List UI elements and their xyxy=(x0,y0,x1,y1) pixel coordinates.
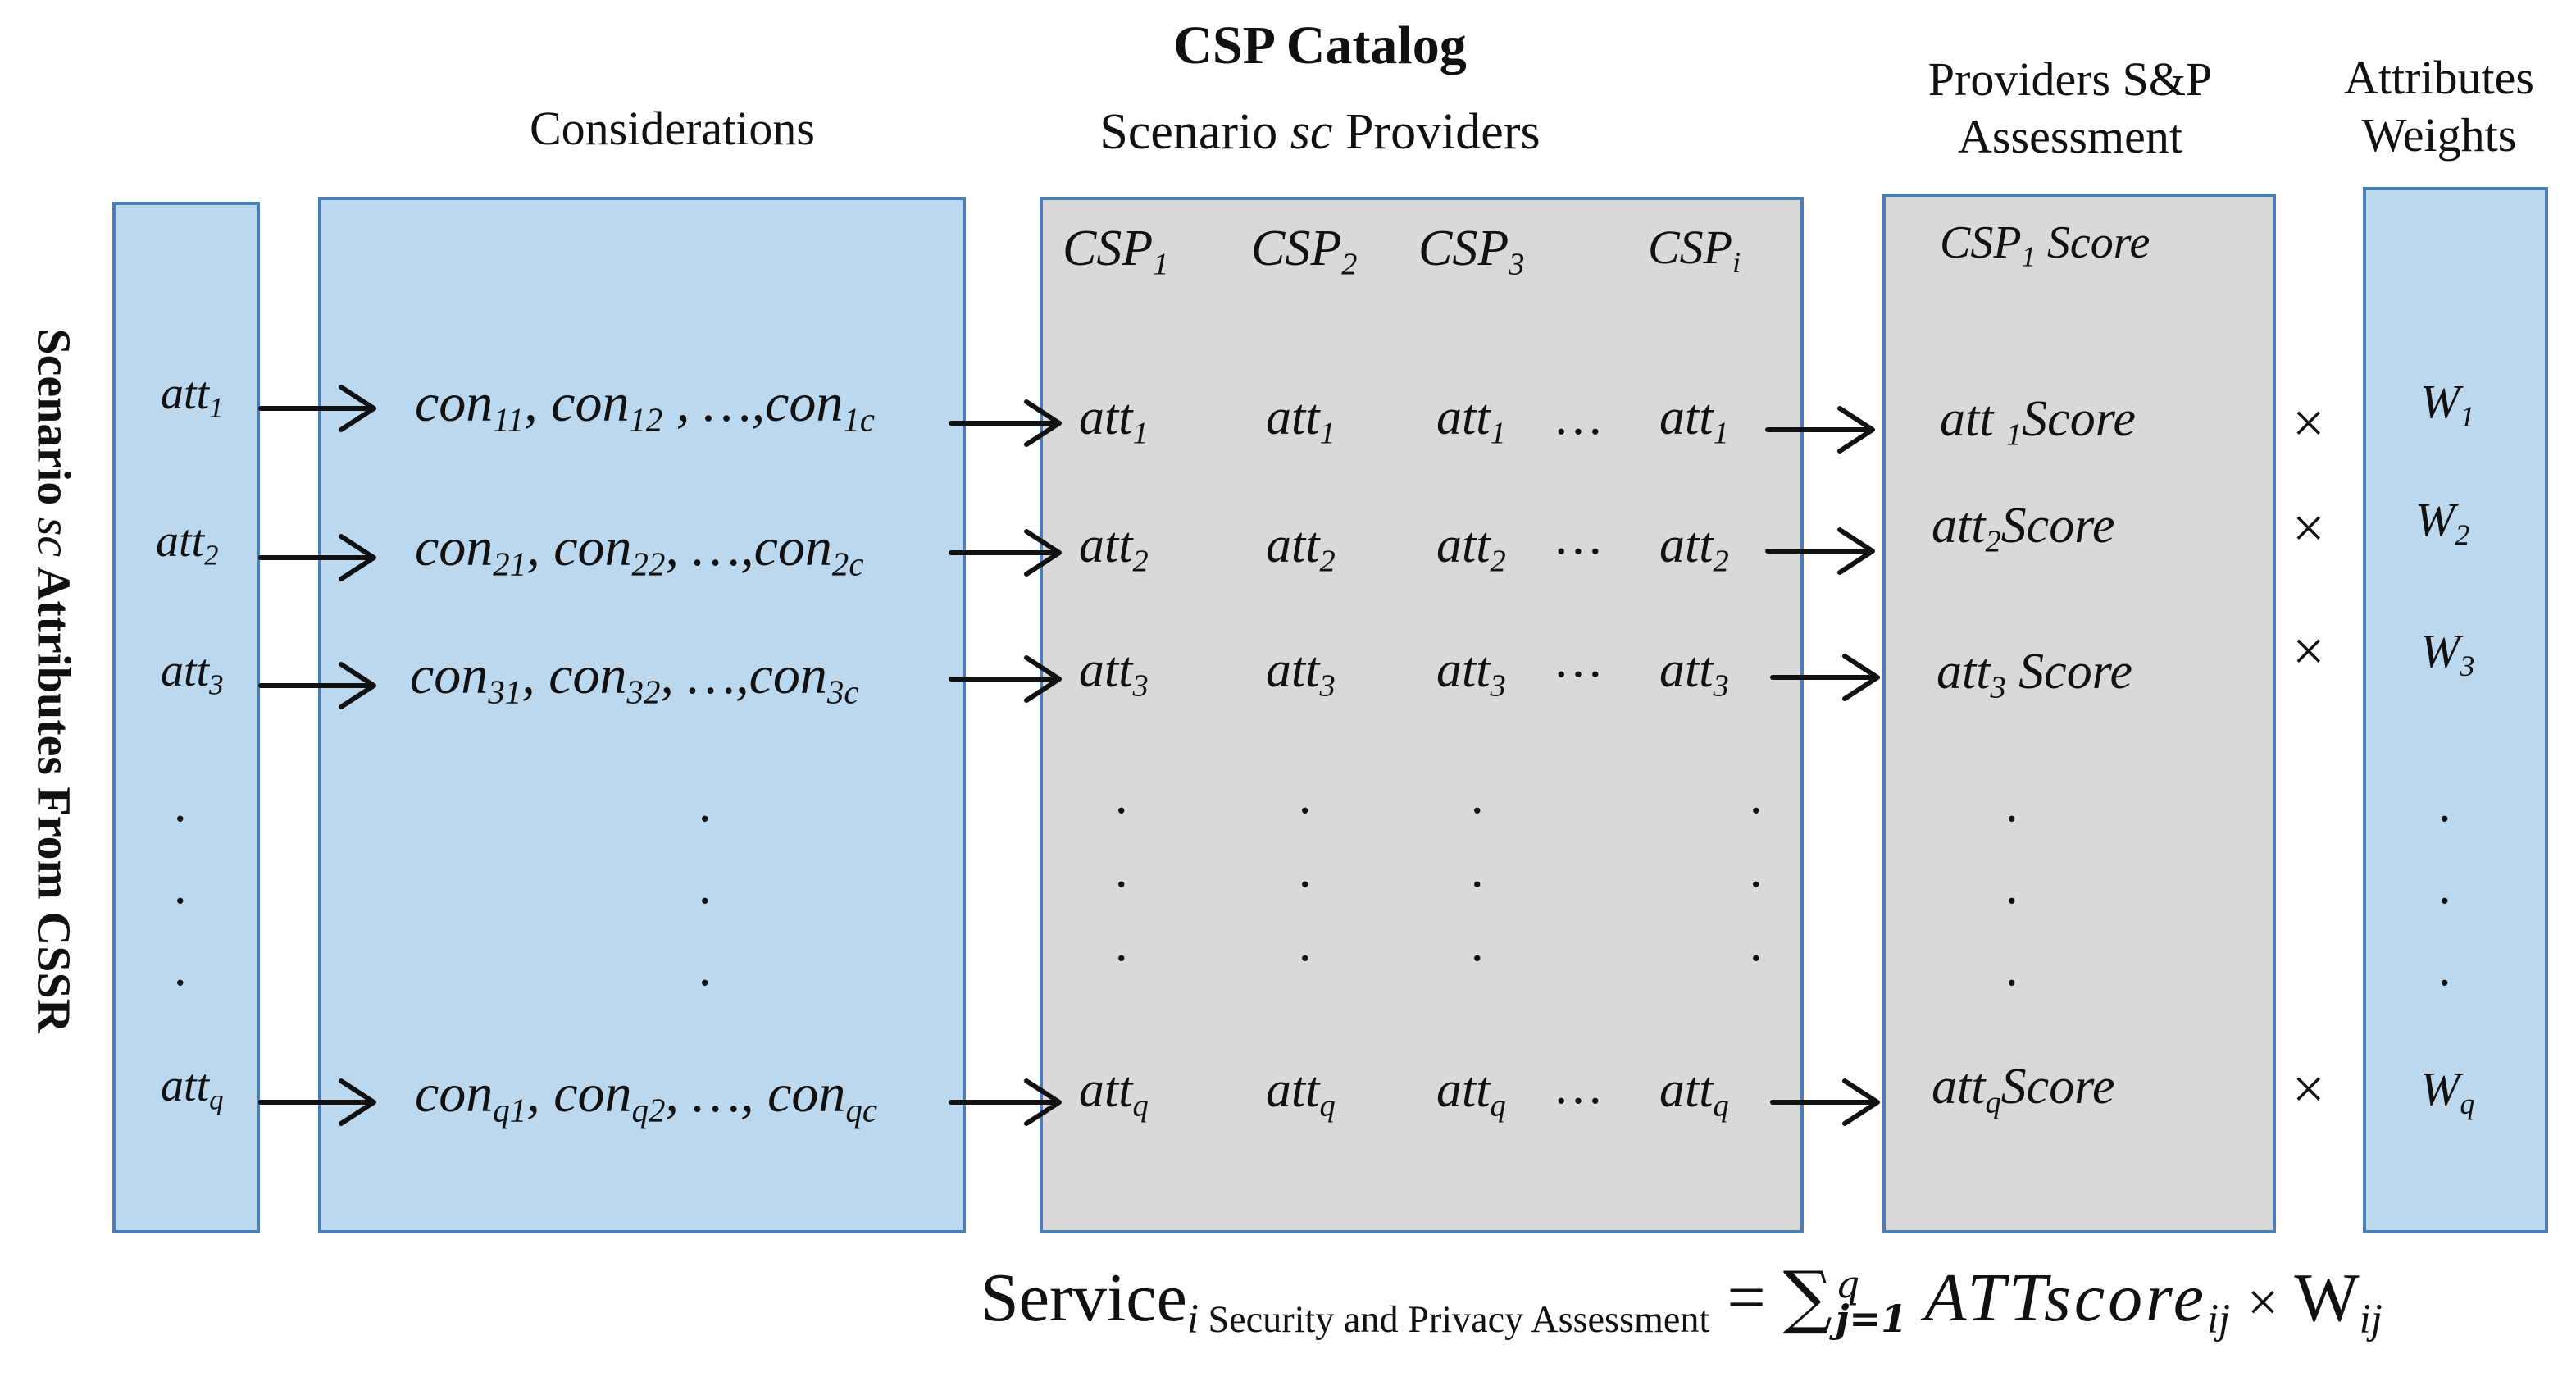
provider-cell: att2 xyxy=(1079,517,1149,579)
assessment-formula: Servicei Security and Privacy Assessment… xyxy=(981,1256,2383,1343)
multiply-sign-q: × xyxy=(2292,1058,2325,1121)
provider-header-3: CSP3 xyxy=(1418,221,1525,282)
providers-catalog-box xyxy=(1040,197,1804,1233)
provider-dot: . xyxy=(1471,768,1484,824)
provider-cell: att2 xyxy=(1436,517,1506,579)
arrow-con1-to-catalog xyxy=(949,399,1062,447)
arrow-catalog1-to-score xyxy=(1765,406,1875,454)
weight-3: W3 xyxy=(2420,624,2475,682)
provider-cell: att1 xyxy=(1266,390,1336,451)
consideration-row-3: con31, con32, …,con3c xyxy=(410,645,859,711)
attribute-3: att3 xyxy=(161,645,224,701)
provider-cell: att2 xyxy=(1659,517,1729,579)
provider-dot: . xyxy=(1750,768,1763,824)
consideration-dot: . xyxy=(699,941,712,996)
score-dot: . xyxy=(2005,941,2018,996)
score-header: CSP1 Score xyxy=(1940,217,2150,273)
catalog-title: CSP Catalog xyxy=(1173,16,1467,75)
provider-cell: att1 xyxy=(1436,390,1506,451)
formula-att-score: ATTscore xyxy=(1924,1260,2208,1336)
weight-dot: . xyxy=(2438,941,2451,996)
provider-dot: . xyxy=(1471,916,1484,972)
provider-dot: . xyxy=(1750,916,1763,972)
weight-q: Wq xyxy=(2420,1062,2475,1120)
provider-dot: . xyxy=(1299,916,1312,972)
attributes-box xyxy=(112,202,260,1233)
consideration-dot: . xyxy=(699,859,712,914)
score-row-1: att 1Score xyxy=(1940,391,2137,453)
consideration-dot: . xyxy=(699,777,712,832)
provider-cell: att1 xyxy=(1079,390,1149,451)
provider-cell: attq xyxy=(1436,1062,1506,1124)
provider-dot: . xyxy=(1299,842,1312,898)
weights-header: Attributes Weights xyxy=(2344,51,2534,162)
provider-cell: attq xyxy=(1266,1062,1336,1124)
provider-header-2: CSP2 xyxy=(1251,221,1358,282)
row-ellipsis: … xyxy=(1553,632,1604,688)
assessment-box xyxy=(1882,194,2276,1233)
arrow-attq-to-con xyxy=(258,1078,376,1126)
formula-service: Service xyxy=(981,1260,1187,1336)
provider-cell: att1 xyxy=(1659,390,1729,451)
provider-cell: att3 xyxy=(1659,642,1729,704)
arrow-con2-to-catalog xyxy=(949,529,1062,577)
provider-dot: . xyxy=(1471,842,1484,898)
arrow-att2-to-con xyxy=(258,534,376,581)
arrow-catalog3-to-score xyxy=(1770,654,1880,701)
formula-equals: = xyxy=(1727,1260,1766,1336)
weights-box xyxy=(2363,187,2548,1233)
provider-cell: att3 xyxy=(1436,642,1506,704)
row-ellipsis: … xyxy=(1553,1059,1604,1115)
weight-dot: . xyxy=(2438,859,2451,914)
attribute-dot: . xyxy=(174,859,187,914)
weight-1: W1 xyxy=(2420,375,2475,433)
provider-cell: att3 xyxy=(1266,642,1336,704)
weight-2: W2 xyxy=(2415,493,2470,551)
score-row-3: att3 Score xyxy=(1937,644,2133,705)
formula-times: × xyxy=(2247,1271,2278,1333)
attribute-dot: . xyxy=(174,941,187,996)
weight-dot: . xyxy=(2438,777,2451,832)
attribute-1: att1 xyxy=(161,368,224,424)
provider-cell: att3 xyxy=(1079,642,1149,704)
arrow-con3-to-catalog xyxy=(949,655,1062,703)
arrow-att3-to-con xyxy=(258,662,376,709)
score-row-q: attqScore xyxy=(1932,1059,2115,1120)
scenario-providers-header: Scenario sc Providers xyxy=(1099,104,1541,160)
row-ellipsis: … xyxy=(1553,390,1604,445)
score-dot: . xyxy=(2005,859,2018,914)
score-dot: . xyxy=(2005,777,2018,832)
formula-weight: W xyxy=(2294,1260,2360,1336)
provider-dot: . xyxy=(1115,842,1128,898)
arrow-catalog2-to-score xyxy=(1765,527,1875,575)
consideration-row-2: con21, con22, …,con2c xyxy=(415,517,864,583)
arrow-att1-to-con xyxy=(258,385,376,432)
considerations-box xyxy=(318,197,966,1233)
score-row-2: att2Score xyxy=(1932,498,2115,559)
arrow-catalogq-to-score xyxy=(1770,1078,1880,1126)
attribute-dot: . xyxy=(174,777,187,832)
provider-dot: . xyxy=(1299,768,1312,824)
provider-header-i: CSPi xyxy=(1648,221,1741,279)
attribute-q: attq xyxy=(161,1060,224,1116)
consideration-row-1: con11, con12 , …,con1c xyxy=(415,373,875,439)
multiply-sign-3: × xyxy=(2292,620,2325,683)
provider-header-1: CSP1 xyxy=(1063,221,1169,282)
assessment-header: Providers S&P Assessment xyxy=(1927,52,2213,163)
attribute-2: att2 xyxy=(156,516,219,572)
provider-cell: attq xyxy=(1079,1062,1149,1124)
consideration-row-q: conq1, conq2, …, conqc xyxy=(415,1064,877,1129)
provider-dot: . xyxy=(1115,916,1128,972)
provider-dot: . xyxy=(1750,842,1763,898)
provider-dot: . xyxy=(1115,768,1128,824)
provider-cell: attq xyxy=(1659,1062,1729,1124)
arrow-conq-to-catalog xyxy=(949,1078,1062,1126)
provider-cell: att2 xyxy=(1266,517,1336,579)
multiply-sign-1: × xyxy=(2292,392,2325,455)
row-ellipsis: … xyxy=(1553,509,1604,565)
considerations-header: Considerations xyxy=(530,102,815,155)
multiply-sign-2: × xyxy=(2292,497,2325,560)
